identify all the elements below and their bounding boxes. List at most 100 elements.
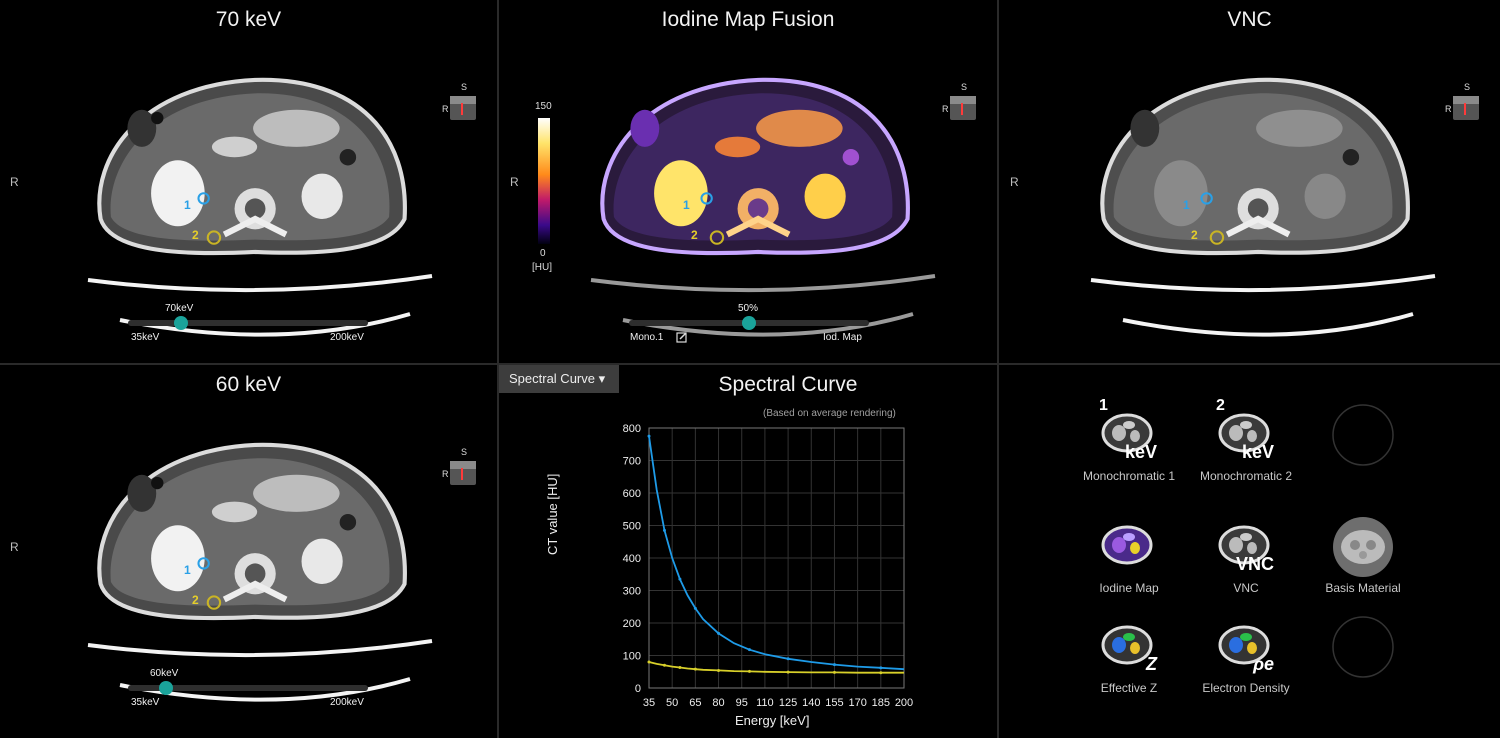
tile-monochromatic-2[interactable]: 2 keV Monochromatic 2 [1191, 397, 1301, 483]
cube-r-label: R [1445, 104, 1452, 114]
x-tick-label: 35 [643, 697, 655, 709]
orientation-cube-icon[interactable]: S R [1445, 82, 1485, 122]
orientation-label: R [10, 540, 19, 554]
ct-image[interactable] [1083, 60, 1423, 275]
fusion-slider-value: 50% [738, 303, 759, 314]
data-point [678, 666, 682, 670]
viewport-vnc[interactable]: VNC R 1 2 S R [999, 0, 1500, 363]
y-tick-label: 0 [635, 683, 641, 695]
divider-v1 [497, 0, 499, 738]
tile-empty-slot[interactable] [1308, 615, 1418, 679]
cube-arrow [1464, 103, 1466, 115]
series-line-1 [648, 435, 905, 671]
tile-label: VNC [1233, 581, 1259, 595]
iodine-colorbar [538, 118, 550, 244]
series-line-2 [648, 661, 904, 674]
viewport-60kev[interactable]: 60 keV R 1 2 S R 60keV 35keV 200keV [0, 365, 497, 738]
viewport-title: Iodine Map Fusion [661, 8, 835, 31]
tile-label: Electron Density [1202, 681, 1290, 695]
orientation-label: R [10, 175, 19, 189]
colorbar-min: 0 [540, 248, 546, 259]
orientation-cube-icon[interactable]: S R [442, 82, 482, 122]
cube-top [450, 461, 476, 469]
tile-number: 2 [1216, 397, 1225, 414]
chart-title: Spectral Curve [718, 373, 858, 396]
data-point [832, 663, 836, 667]
view-type-dropdown[interactable]: Spectral Curve ▾ [499, 365, 619, 393]
monochromatic-2-icon: 2 keV [1214, 397, 1278, 467]
kev-slider-knob[interactable] [174, 316, 188, 330]
edit-icon[interactable] [676, 331, 688, 343]
tile-basis-material[interactable]: Basis Material [1308, 515, 1418, 595]
roi-label-1: 1 [1183, 198, 1190, 212]
kev-slider-value: 70keV [165, 303, 194, 314]
table-arc [1090, 274, 1436, 337]
data-point [647, 434, 651, 438]
tile-label: Monochromatic 1 [1082, 469, 1176, 483]
tile-label: Monochromatic 2 [1199, 469, 1293, 483]
x-tick-label: 125 [779, 697, 797, 709]
fusion-slider-right: Iod. Map [823, 332, 862, 343]
fusion-slider-knob[interactable] [742, 316, 756, 330]
kev-slider-min: 35keV [131, 332, 160, 343]
tile-iodine-map[interactable]: Iodine Map [1074, 515, 1184, 595]
x-tick-label: 155 [825, 697, 843, 709]
orientation-label: R [1010, 175, 1019, 189]
cube-s-label: S [461, 82, 468, 92]
data-point [662, 528, 666, 532]
cube-top [450, 96, 476, 104]
cube-s-label: S [1464, 82, 1471, 92]
roi-label-1: 1 [184, 563, 191, 577]
y-tick-label: 500 [623, 521, 641, 533]
kev-slider-max: 200keV [330, 332, 364, 343]
cube-top [1453, 96, 1479, 104]
cube-s-label: S [461, 447, 468, 457]
data-point [747, 669, 751, 673]
orientation-cube-icon[interactable]: S R [942, 82, 982, 122]
kev-slider-max: 200keV [330, 697, 364, 708]
data-point [662, 663, 666, 667]
roi-label-1: 1 [683, 198, 690, 212]
data-point [879, 671, 883, 675]
x-tick-label: 50 [666, 697, 678, 709]
empty-slot-icon [1331, 403, 1395, 467]
basis-material-icon [1331, 515, 1395, 579]
tile-tag: keV [1241, 442, 1274, 462]
data-point [879, 666, 883, 670]
kev-slider-knob[interactable] [159, 681, 173, 695]
table-arc [87, 274, 433, 337]
data-point [678, 577, 682, 581]
ct-image[interactable] [80, 60, 420, 275]
tile-empty-slot[interactable] [1308, 403, 1418, 467]
kev-slider-track[interactable] [128, 685, 368, 691]
y-axis-title: CT value [HU] [545, 473, 560, 555]
kev-slider-track[interactable] [128, 320, 368, 326]
orientation-cube-icon[interactable]: S R [442, 447, 482, 487]
kev-slider-value: 60keV [150, 668, 179, 679]
cube-arrow [461, 103, 463, 115]
chart-note: (Based on average rendering) [763, 408, 896, 419]
data-point [717, 668, 721, 672]
colorbar-unit: [HU] [532, 262, 552, 273]
cube-s-label: S [961, 82, 968, 92]
viewport-70kev[interactable]: 70 keV R 1 2 S R 70keV 35keV 200keV [0, 0, 497, 363]
ct-image[interactable] [583, 60, 923, 275]
divider-h [0, 363, 1500, 365]
ct-image[interactable] [80, 425, 420, 640]
cube-r-label: R [442, 469, 449, 479]
viewport-iodine-fusion[interactable]: Iodine Map Fusion R 150 0 [HU] 1 2 S R 5… [499, 0, 997, 363]
roi-label-2: 2 [1191, 228, 1198, 242]
x-tick-label: 140 [802, 697, 820, 709]
x-tick-label: 170 [848, 697, 866, 709]
x-tick-label: 80 [712, 697, 724, 709]
x-tick-label: 185 [872, 697, 890, 709]
tile-label: Iodine Map [1099, 581, 1159, 595]
tile-tag: ρe [1253, 654, 1274, 674]
